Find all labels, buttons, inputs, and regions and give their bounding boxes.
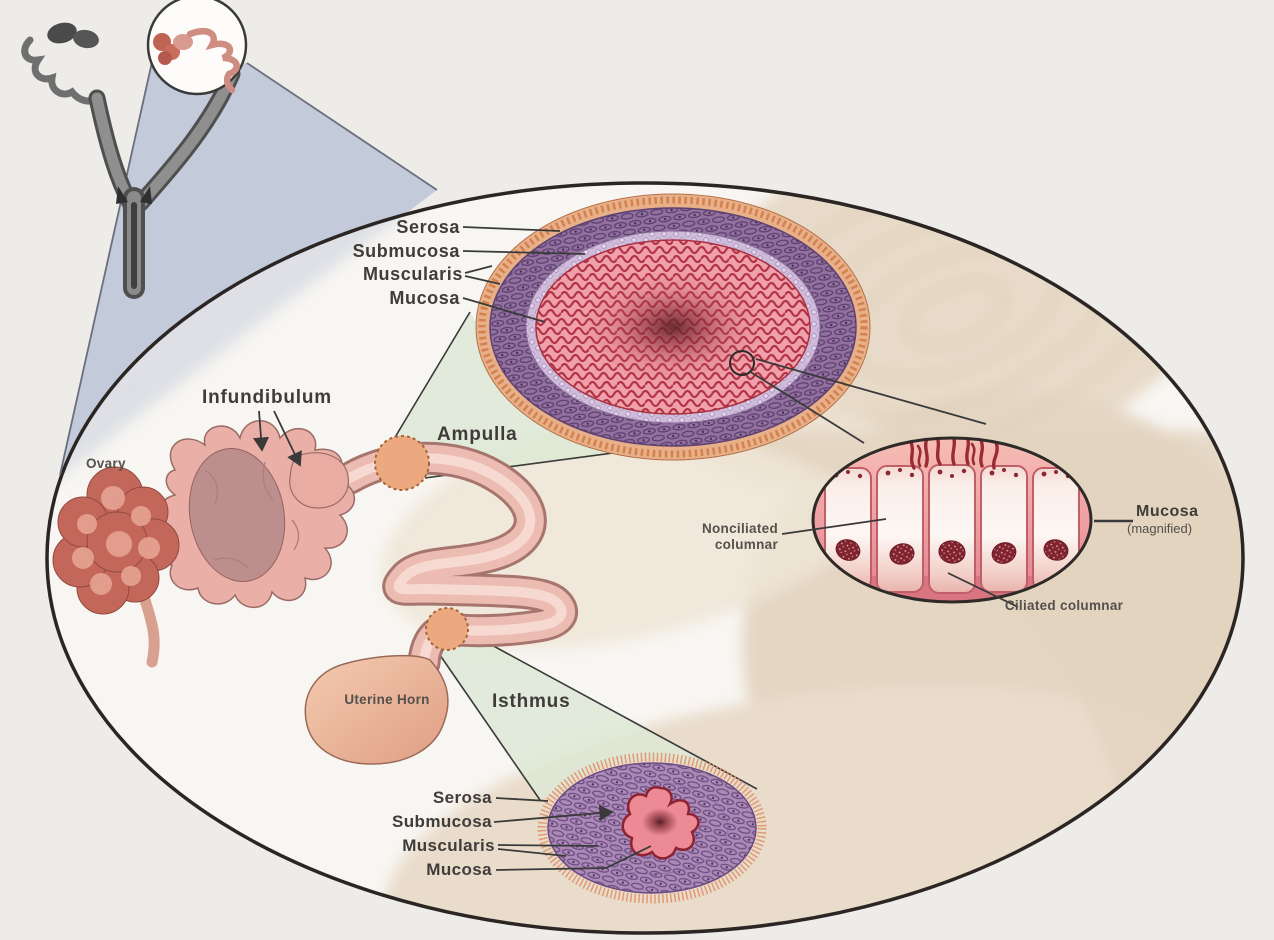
infundibulum-shape <box>156 420 356 609</box>
label-ciliated-columnar: Ciliated columnar <box>1004 598 1124 613</box>
columnar-cells <box>824 438 1080 594</box>
label-mucosa-magnified-sub: (magnified) <box>1127 521 1193 536</box>
ampulla-cross-section <box>475 193 871 461</box>
isthmus-cross-section <box>537 752 767 904</box>
label-mucosa-magnified-title: Mucosa <box>1136 503 1199 520</box>
ampulla-cut-marker <box>374 435 430 491</box>
mucosa-inset <box>811 436 1093 604</box>
label-isthmus-mucosa: Mucosa <box>426 860 492 879</box>
label-infundibulum: Infundibulum <box>202 387 332 408</box>
overview-zoom-circle <box>146 0 248 96</box>
cell-nuclei <box>835 539 1069 565</box>
label-ampulla-region: Ampulla <box>437 424 518 445</box>
label-uterine-horn: Uterine Horn <box>344 692 430 707</box>
overview-organ <box>21 0 248 299</box>
label-ampulla-serosa: Serosa <box>396 217 460 237</box>
uterine-horn-shape <box>304 654 449 765</box>
beam-edges <box>59 61 438 476</box>
ovary-shape <box>52 466 180 668</box>
label-isthmus-serosa: Serosa <box>432 788 492 807</box>
inset-wedge-lines <box>748 358 987 444</box>
label-isthmus-muscularis: Muscularis <box>402 836 495 855</box>
isthmus-cut-marker <box>425 607 469 651</box>
label-ampulla-submucosa: Submucosa <box>352 241 460 261</box>
coiled-tube <box>333 441 578 680</box>
label-isthmus-submucosa: Submucosa <box>392 812 492 831</box>
label-ampulla-muscularis: Muscularis <box>362 264 463 284</box>
label-nonciliated-columnar: Nonciliated columnar <box>701 521 778 552</box>
overview-mini-tract <box>153 27 240 94</box>
label-ampulla-mucosa: Mucosa <box>389 288 460 308</box>
leader-lines <box>252 226 1133 871</box>
label-isthmus-region: Isthmus <box>492 691 571 712</box>
main-oval-outline <box>45 181 1245 935</box>
label-ovary: Ovary <box>86 456 126 471</box>
mucosa-zoom-marker <box>729 350 755 376</box>
